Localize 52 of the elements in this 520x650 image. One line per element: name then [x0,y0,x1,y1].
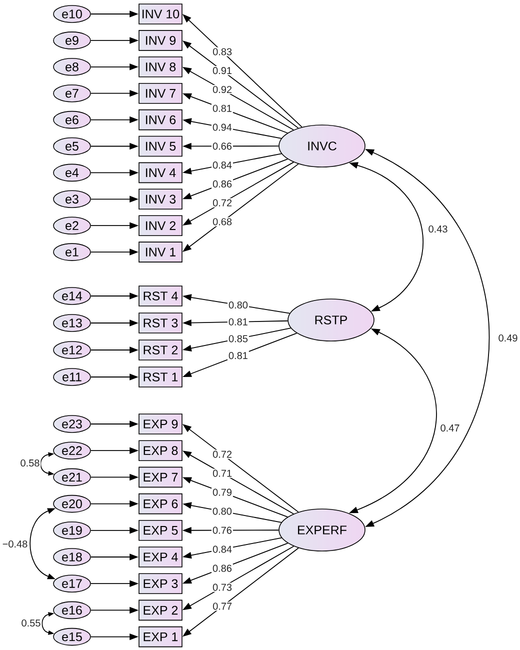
edge-label: 0.68 [212,217,234,226]
variable-box: EXP 7 [138,466,182,488]
variable-box: EXP 4 [138,546,182,568]
variable-box: EXP 1 [138,626,182,648]
edge-label: 0.84 [212,160,233,170]
edge-label: 0.72 [212,198,234,208]
variable-box: EXP 6 [138,493,182,514]
edge-label: 0.49 [497,333,519,343]
variable-box: INV 8 [138,56,182,78]
edge-label: 0.85 [228,334,249,344]
edge-label: 0.81 [212,104,233,113]
variable-box: INV 10 [138,4,182,24]
edge-label: 0.91 [212,66,233,76]
edge-label: 0.86 [212,179,234,188]
variable-box: RST 1 [138,366,182,388]
variable-box: INV 4 [138,162,182,184]
edge-label: 0.83 [212,47,234,56]
edge-label: 0.81 [227,351,249,360]
edge-label: 0.66 [212,142,233,151]
edge-label: 0.80 [211,506,233,516]
variable-box: INV 7 [138,82,182,104]
variable-box: INV 9 [138,30,182,51]
edge-label: 0.81 [227,317,249,326]
variable-box: INV 3 [138,188,182,210]
edge-label: 0.86 [212,564,233,573]
variable-box: EXP 3 [138,573,182,594]
edge-label: 0.55 [20,618,42,628]
edge-label: −0.48 [1,539,29,549]
edge-label: 0.80 [228,300,249,310]
variable-box: INV 5 [138,136,182,157]
variable-box: RST 2 [138,340,182,360]
edge-label: 0.79 [212,488,233,497]
edge-label: 0.47 [439,423,461,433]
edge-label: 0.72 [212,450,234,459]
variable-box: RST 4 [138,286,182,306]
variable-box: EXP 2 [138,600,182,621]
variable-box: INV 6 [138,109,182,130]
edge-label: 0.84 [212,544,233,554]
edge-label: 0.77 [212,602,234,611]
variable-box: EXP 8 [138,440,182,461]
variable-box: INV 2 [138,215,182,236]
edge-label: 0.76 [212,526,233,535]
edge-label: 0.58 [19,458,41,468]
variable-box: INV 1 [138,242,182,262]
edge-label: 0.71 [212,468,234,478]
variable-box: EXP 5 [138,520,182,541]
variable-box: EXP 9 [138,414,182,434]
edge-label: 0.73 [212,582,233,592]
variable-box: RST 3 [138,312,182,334]
edge-label: 0.92 [212,84,234,94]
edge-label: 0.43 [427,224,449,234]
edge-label: 0.94 [211,122,233,132]
